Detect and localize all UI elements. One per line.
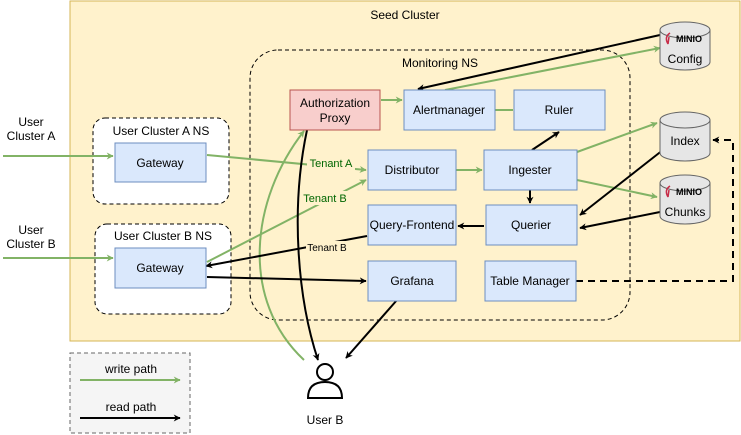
index-storage[interactable]: Index bbox=[659, 111, 711, 162]
user-cluster-b-label-line1: User bbox=[18, 223, 43, 237]
ruler-node[interactable] bbox=[513, 89, 606, 131]
edge-table-manager-to-index bbox=[576, 136, 734, 282]
table-manager-node[interactable] bbox=[484, 260, 577, 302]
config-minio-text: MINIO bbox=[676, 34, 702, 44]
seed-cluster-label: Seed Cluster bbox=[370, 8, 439, 22]
ingester-node[interactable] bbox=[483, 149, 578, 191]
distributor-node[interactable] bbox=[367, 149, 457, 191]
gateway-b-node[interactable] bbox=[114, 247, 207, 289]
edge-grafana-to-user bbox=[345, 299, 398, 359]
tenant-a-label-bg bbox=[307, 156, 355, 170]
tenant-b-write-label: Tenant B bbox=[303, 193, 346, 205]
chunks-minio-text: MINIO bbox=[676, 187, 702, 197]
legend-read-label: read path bbox=[106, 400, 157, 414]
alertmanager-label: Alertmanager bbox=[413, 103, 485, 117]
minio-logo-icon bbox=[665, 32, 671, 45]
user-cluster-a-label-line2: Cluster A bbox=[7, 129, 56, 143]
ingester-label: Ingester bbox=[508, 163, 551, 177]
query-frontend-label: Query-Frontend bbox=[370, 218, 455, 232]
querier-label: Querier bbox=[511, 218, 551, 232]
authorization-proxy-label-line1: Authorization bbox=[300, 96, 370, 110]
index-cylinder-body bbox=[659, 120, 711, 162]
distributor-label: Distributor bbox=[385, 163, 440, 177]
config-cylinder-body bbox=[659, 30, 711, 71]
user-icon-head bbox=[316, 363, 334, 381]
chunks-storage[interactable]: MINIO Chunks bbox=[659, 174, 711, 225]
alertmanager-node[interactable] bbox=[403, 89, 496, 131]
user-cluster-a-ns-label: User Cluster A NS bbox=[113, 124, 210, 138]
user-icon-body bbox=[306, 380, 344, 399]
edge-config-to-alertmanager bbox=[417, 34, 661, 92]
chunks-cylinder-body bbox=[659, 183, 711, 225]
edge-alertmanager-to-config bbox=[444, 45, 661, 91]
config-cylinder-top bbox=[659, 21, 711, 39]
minio-logo-icon bbox=[665, 185, 671, 198]
monitoring-ns-label: Monitoring NS bbox=[402, 56, 478, 70]
edge-ingester-to-ruler bbox=[531, 131, 560, 151]
legend-box bbox=[69, 352, 191, 434]
table-manager-label: Table Manager bbox=[490, 274, 569, 288]
tenant-b-read-label-bg bbox=[306, 241, 348, 254]
querier-node[interactable] bbox=[485, 204, 578, 246]
user-cluster-a-label-line1: User bbox=[18, 115, 43, 129]
config-label: Config bbox=[668, 52, 703, 66]
edge-index-to-querier bbox=[579, 145, 669, 216]
read-path-edges bbox=[80, 34, 669, 422]
edge-ingester-to-chunks bbox=[576, 179, 658, 200]
write-path-edges bbox=[3, 45, 661, 384]
edge-gateway-b-to-grafana bbox=[206, 276, 367, 285]
query-frontend-node[interactable] bbox=[367, 204, 457, 246]
edge-auth-proxy-to-user bbox=[296, 129, 320, 361]
authorization-proxy-node[interactable] bbox=[289, 89, 381, 131]
index-label: Index bbox=[670, 134, 699, 148]
ruler-label: Ruler bbox=[545, 103, 574, 117]
tenant-b-write-label-bg bbox=[302, 191, 348, 205]
chunks-label: Chunks bbox=[665, 205, 706, 219]
chunks-cylinder-top bbox=[659, 174, 711, 192]
user-cluster-b-label-line2: Cluster B bbox=[6, 237, 55, 251]
authorization-proxy-label-line2: Proxy bbox=[320, 111, 351, 125]
edge-chunks-to-querier bbox=[579, 211, 661, 231]
user-cluster-b-ns-label: User Cluster B NS bbox=[114, 229, 212, 243]
grafana-node[interactable] bbox=[367, 260, 457, 302]
grafana-label: Grafana bbox=[390, 274, 434, 288]
gateway-b-label: Gateway bbox=[136, 261, 183, 275]
index-cylinder-top bbox=[659, 111, 711, 129]
gateway-a-label: Gateway bbox=[136, 156, 183, 170]
tenant-b-read-label: Tenant B bbox=[307, 243, 347, 254]
config-storage[interactable]: MINIO Config bbox=[659, 21, 711, 71]
tenant-a-label: Tenant A bbox=[310, 158, 353, 170]
user-b-label: User B bbox=[307, 413, 344, 427]
gateway-a-node[interactable] bbox=[114, 142, 207, 183]
legend-write-label: write path bbox=[104, 362, 157, 376]
user-icon[interactable] bbox=[306, 363, 344, 399]
edge-ingester-to-index bbox=[576, 121, 658, 153]
edge-user-to-auth-proxy bbox=[258, 130, 305, 361]
